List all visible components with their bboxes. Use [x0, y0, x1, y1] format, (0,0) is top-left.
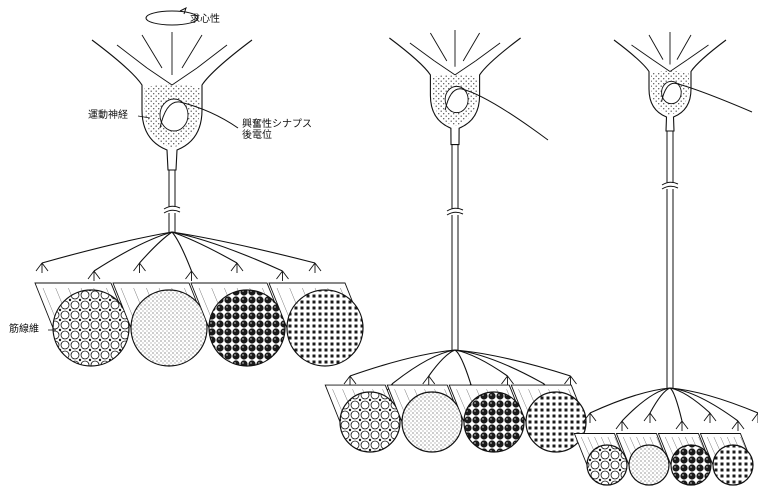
- dendrite-branch: [182, 35, 202, 68]
- motor-neuron-label: 運動神経: [88, 110, 128, 121]
- terminal-branch: [650, 388, 670, 413]
- terminal-branch: [42, 232, 172, 263]
- endplate-twig: [565, 376, 577, 386]
- dendrite-branch: [410, 43, 435, 61]
- dendrite-branch: [677, 35, 691, 60]
- endplate-twig: [423, 376, 435, 386]
- dendrite-branch: [653, 60, 671, 72]
- terminal-branch: [94, 232, 172, 271]
- muscle-fiber-fine-dots: [629, 445, 669, 485]
- endplate-twig: [309, 263, 321, 273]
- motor-neuron-1: [35, 32, 363, 366]
- endplate-twig: [616, 421, 628, 431]
- muscle-fiber-circle-grid: [340, 392, 400, 452]
- endplate-twig: [644, 413, 656, 423]
- endplate-twig: [88, 271, 100, 281]
- endplate-twig: [676, 421, 688, 431]
- endplate-twig: [752, 413, 758, 423]
- terminal-branch: [455, 350, 471, 384]
- terminal-branch: [455, 350, 544, 384]
- motor-neuron-3: [574, 32, 758, 485]
- muscle-fiber-label: 筋線維: [9, 324, 39, 335]
- dendrite-branch: [147, 68, 172, 85]
- afferent-arrowhead-icon: [180, 8, 186, 14]
- dendrite-branch: [455, 61, 476, 75]
- terminal-branch: [140, 232, 173, 263]
- dendrite-branch: [142, 35, 162, 68]
- endplate-twig: [732, 421, 744, 431]
- endplate-twig: [36, 263, 48, 273]
- muscle-fiber-dark-checker: [464, 392, 524, 452]
- epsp-label: 興奮性シナプス 後電位: [242, 119, 312, 141]
- epsp-label-line1: 興奮性シナプス: [242, 119, 312, 130]
- endplate-twig: [231, 263, 243, 273]
- endplate-twig: [502, 376, 514, 386]
- dendrite-branch: [435, 61, 456, 75]
- terminal-branch: [172, 232, 283, 271]
- terminal-branch: [172, 232, 315, 263]
- muscle-fiber-dark-squares: [526, 392, 586, 452]
- muscle-fiber-dark-squares: [287, 290, 363, 366]
- muscle-fiber-dark-squares: [713, 445, 753, 485]
- terminal-branch: [670, 388, 682, 421]
- dendrite-branch: [649, 35, 663, 60]
- endplate-twig: [186, 271, 198, 281]
- endplate-twig: [134, 263, 146, 273]
- dendrite-branch: [463, 33, 479, 61]
- dendrite-branch: [632, 45, 653, 60]
- terminal-branch: [455, 350, 571, 376]
- endplate-twig: [704, 413, 716, 423]
- dendrite-branch: [197, 45, 227, 68]
- motor-neuron-2: [325, 30, 586, 452]
- dendrite-branch: [117, 45, 147, 68]
- endplate-twig: [344, 376, 356, 386]
- muscle-fiber-dark-checker: [671, 445, 711, 485]
- muscle-fiber-fine-dots: [131, 290, 207, 366]
- epsp-label-line2: 後電位: [242, 130, 312, 141]
- muscle-fiber-circle-grid: [53, 290, 129, 366]
- terminal-branch: [670, 388, 758, 413]
- afferent-label: 求心性: [190, 14, 220, 25]
- dendrite-branch: [670, 60, 688, 72]
- dendrite-branch: [430, 33, 446, 61]
- muscle-fiber-fine-dots: [402, 392, 462, 452]
- muscle-fiber-circle-grid: [587, 445, 627, 485]
- muscle-fiber-dark-checker: [209, 290, 285, 366]
- endplate-twig: [277, 271, 289, 281]
- terminal-branch: [670, 388, 738, 421]
- terminal-branch: [172, 232, 192, 271]
- dendrite-branch: [172, 68, 197, 85]
- dendrite-branch: [688, 45, 709, 60]
- dendrite-branch: [476, 43, 501, 61]
